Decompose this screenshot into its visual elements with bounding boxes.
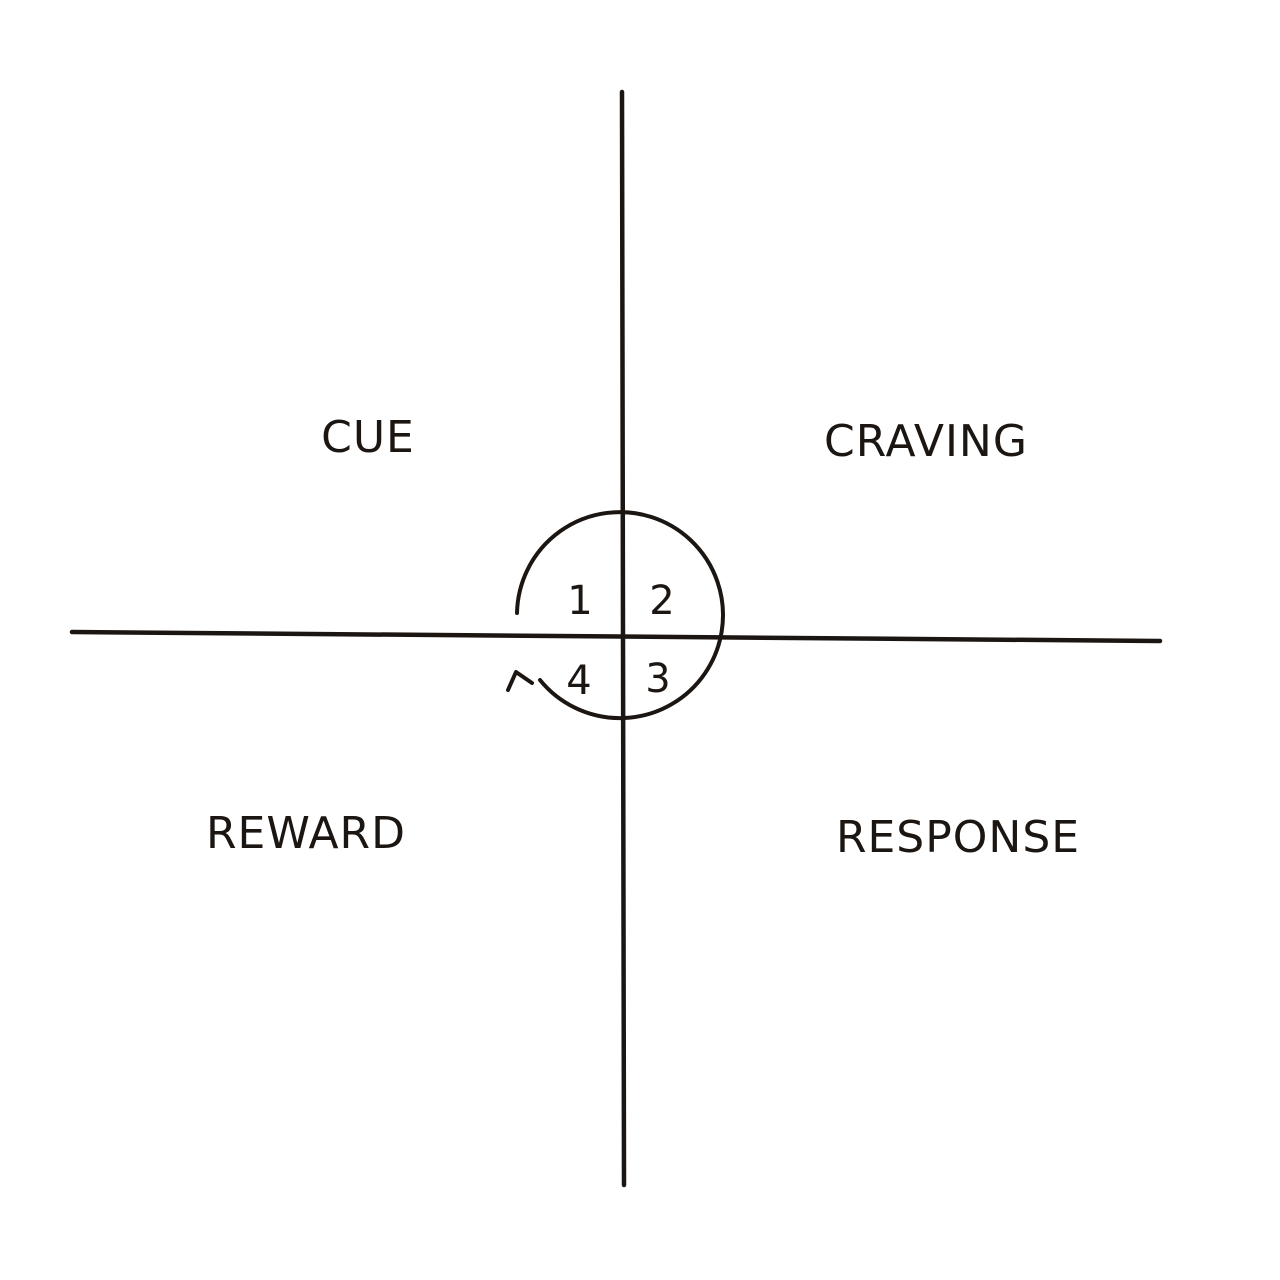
quadrant-label-reward: REWARD [206,808,406,859]
quadrant-label-craving: CRAVING [824,416,1028,467]
quadrant-label-response: RESPONSE [836,812,1080,863]
step-number-1: 1 [567,578,592,624]
cycle-circle [515,510,725,721]
step-number-4: 4 [566,658,591,704]
horizontal-axis-line [69,629,1163,644]
step-number-2: 2 [649,578,674,624]
quadrant-label-cue: CUE [321,412,415,463]
step-number-3: 3 [645,656,670,702]
cycle-arrow-icon [506,670,534,692]
